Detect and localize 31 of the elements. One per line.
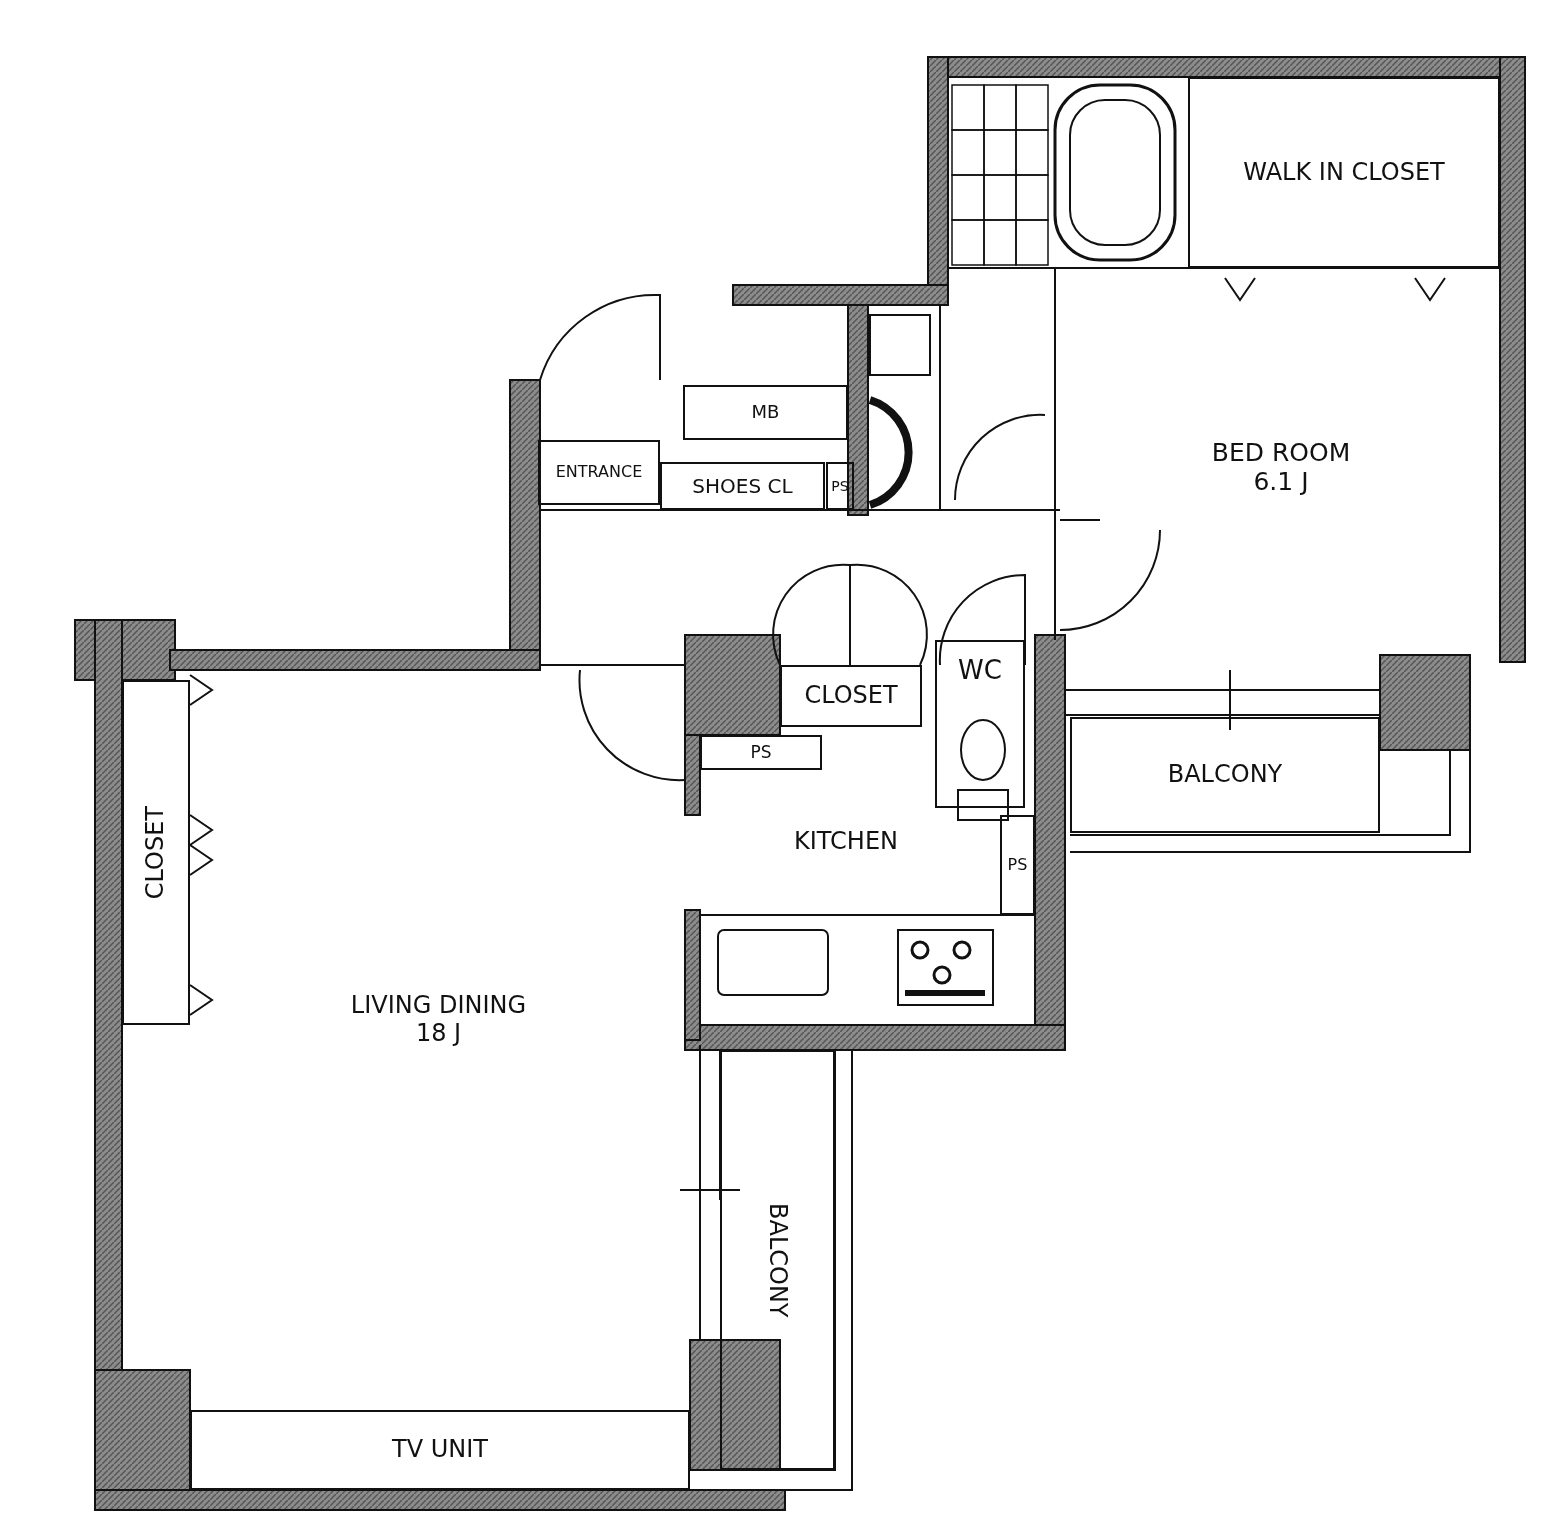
room-name: ENTRANCE: [555, 463, 643, 482]
room-area: [1070, 717, 1380, 833]
room-name: WALK IN CLOSET: [1243, 158, 1445, 187]
room-area: [122, 680, 190, 1025]
room-area: [826, 462, 854, 510]
room-name: WC: [958, 656, 1002, 686]
room-area: [780, 665, 922, 727]
room-name: PS: [1007, 855, 1028, 875]
room-name: PS: [831, 477, 849, 495]
room-name: BALCONY: [1167, 761, 1283, 789]
room-size: 6.1 J: [1253, 468, 1309, 497]
room-size: 18 J: [415, 1020, 462, 1048]
room-name: PS: [750, 742, 772, 763]
room-area: [720, 1050, 835, 1470]
room-name: BALCONY: [763, 1202, 792, 1318]
room-name: SHOES CL: [692, 474, 793, 498]
room-area: [538, 440, 660, 505]
room-name: BED ROOM: [1211, 439, 1351, 468]
room-area: [1188, 77, 1500, 268]
room-name: MB: [751, 402, 780, 423]
room-name: TV UNIT: [392, 1436, 488, 1464]
room-name: CLOSET: [804, 682, 898, 710]
room-area: [935, 640, 1025, 808]
room-area: [660, 462, 825, 510]
room-area: [700, 735, 822, 770]
room-name: KITCHEN: [794, 827, 898, 856]
room-area: [1000, 815, 1035, 915]
room-area: [683, 385, 848, 440]
room-name: CLOSET: [142, 805, 170, 900]
room-area: [190, 1410, 690, 1490]
room-name: LIVING DINING: [350, 992, 527, 1020]
